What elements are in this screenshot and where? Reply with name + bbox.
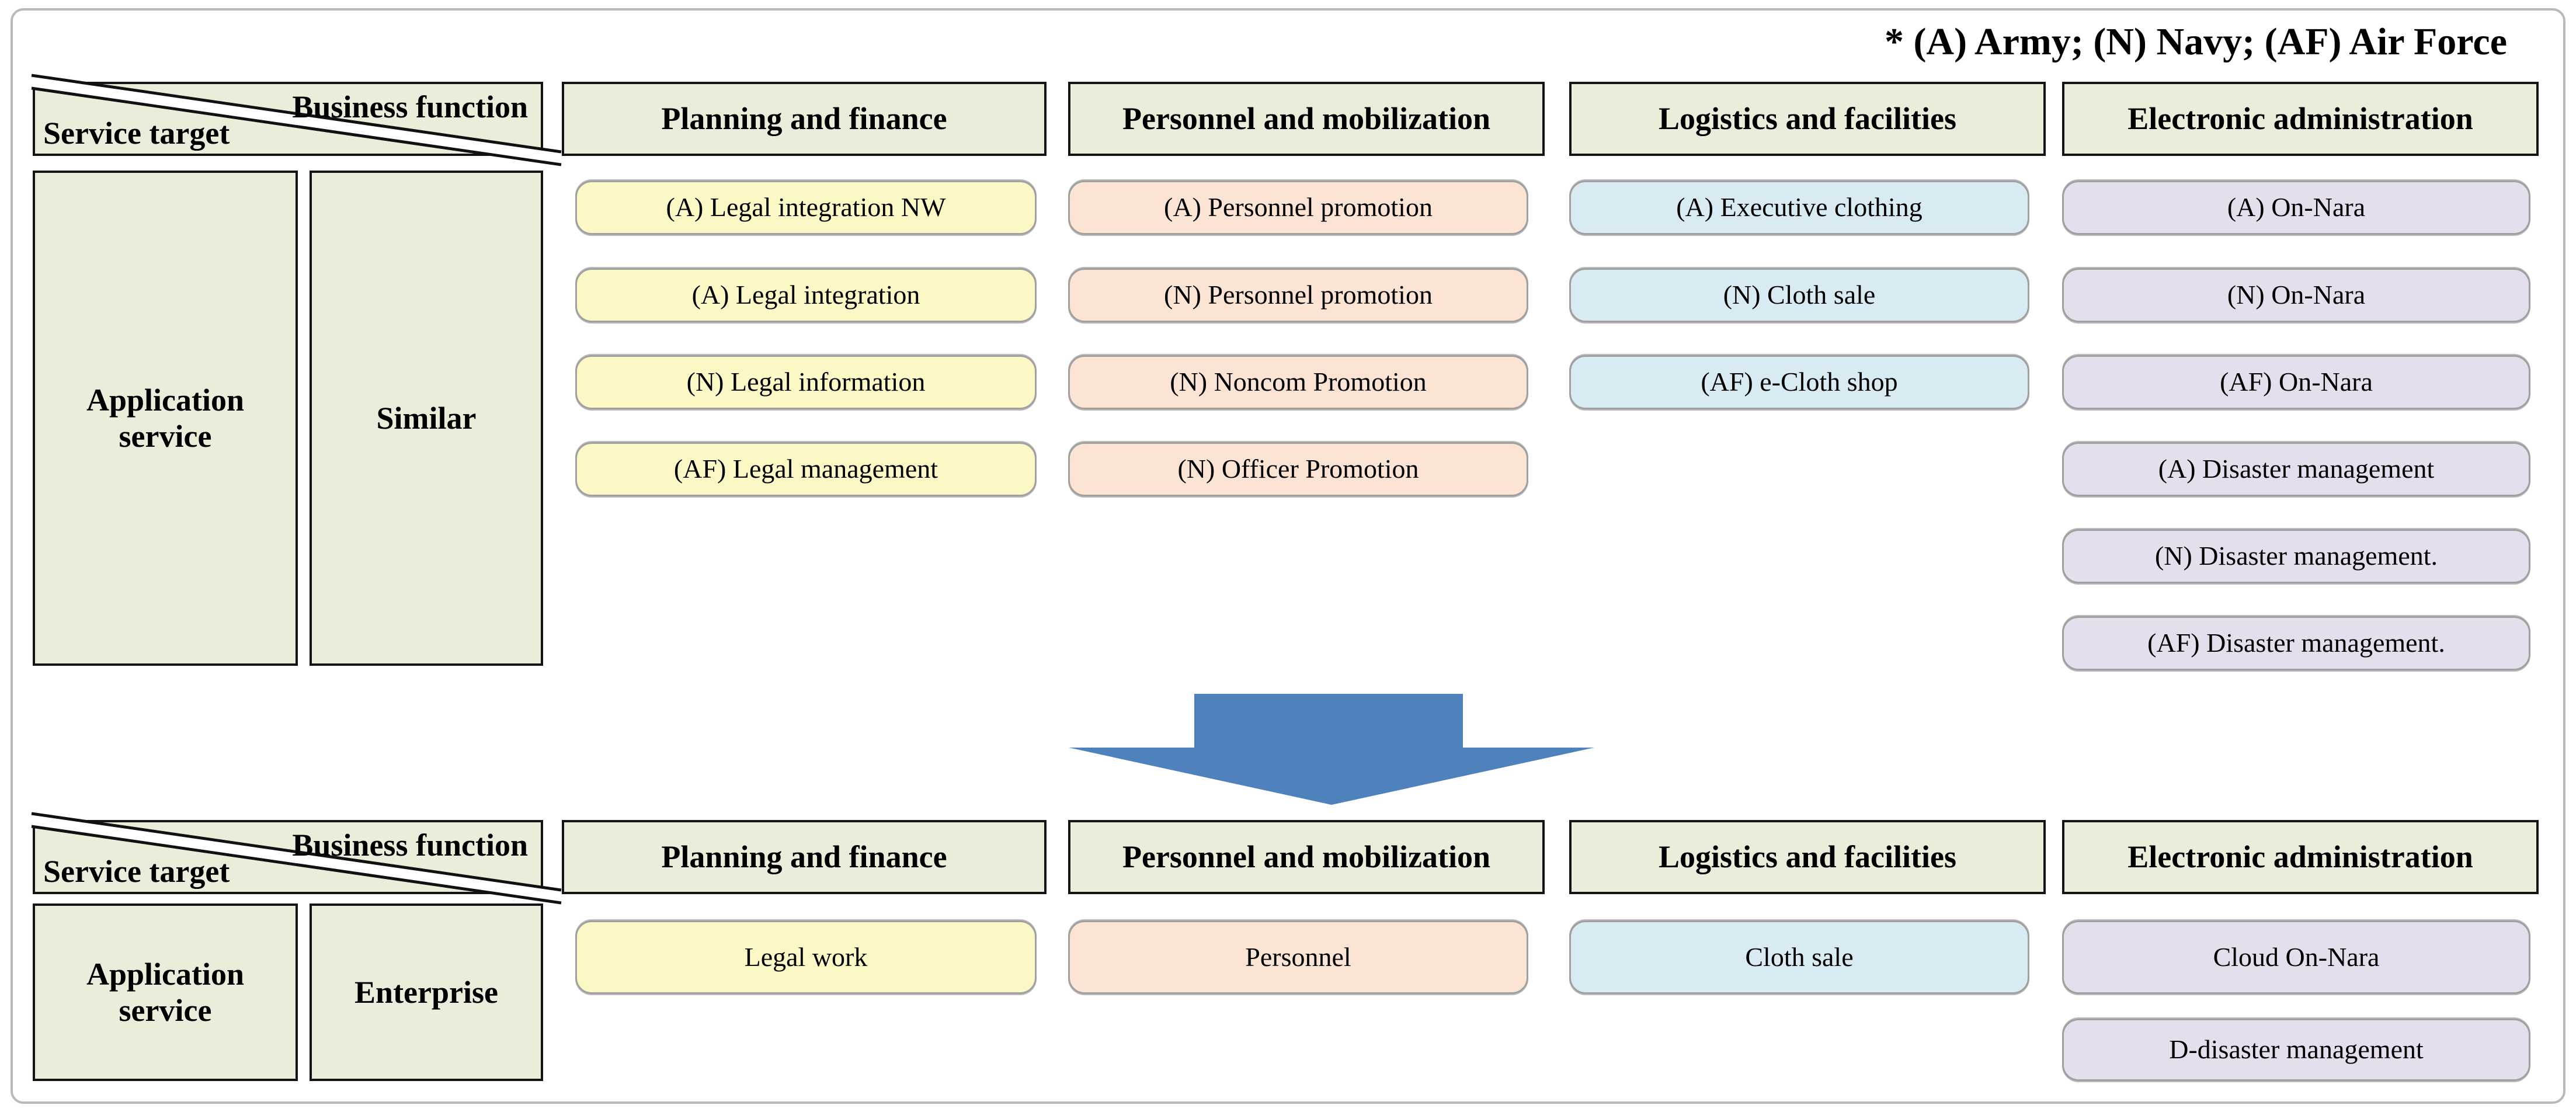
service-box: (A) Personnel promotion: [1068, 180, 1528, 235]
service-box: (N) Personnel promotion: [1068, 268, 1528, 322]
top-column-header-personnel: Personnel and mobilization: [1068, 82, 1545, 156]
service-box: (AF) On-Nara: [2062, 355, 2530, 409]
service-box: Legal work: [575, 920, 1037, 994]
service-box: (A) Executive clothing: [1569, 180, 2029, 235]
service-target-label: Service target: [43, 116, 230, 151]
bottom-corner-cell: Business function Service target: [30, 812, 562, 905]
service-box: (AF) Disaster management.: [2062, 616, 2530, 670]
bottom-column-header-personnel: Personnel and mobilization: [1068, 820, 1545, 894]
diagonal-divider: [30, 74, 562, 166]
service-box: (N) On-Nara: [2062, 268, 2530, 322]
top-column-header-planning: Planning and finance: [562, 82, 1047, 156]
service-box: (N) Disaster management.: [2062, 529, 2530, 583]
service-box: D-disaster management: [2062, 1019, 2530, 1081]
bottom-column-header-electronic: Electronic administration: [2062, 820, 2539, 894]
service-box: (A) On-Nara: [2062, 180, 2530, 235]
business-function-label: Business function: [292, 89, 528, 124]
top-corner-cell: Business function Service target: [30, 74, 562, 166]
service-box: Cloth sale: [1569, 920, 2029, 994]
service-box: (N) Cloth sale: [1569, 268, 2029, 322]
top-column-header-electronic: Electronic administration: [2062, 82, 2539, 156]
business-function-label: Business function: [292, 828, 528, 863]
bottom-enterprise-cell: Enterprise: [310, 904, 543, 1081]
service-box: Cloud On-Nara: [2062, 920, 2530, 994]
top-application-service-cell: Application service: [33, 171, 298, 666]
service-box: (N) Officer Promotion: [1068, 442, 1528, 496]
service-box: (A) Legal integration: [575, 268, 1037, 322]
service-box: (A) Legal integration NW: [575, 180, 1037, 235]
service-target-label: Service target: [43, 854, 230, 889]
service-box: (A) Disaster management: [2062, 442, 2530, 496]
diagonal-divider: [30, 812, 562, 905]
bottom-column-header-planning: Planning and finance: [562, 820, 1047, 894]
top-column-header-logistics: Logistics and facilities: [1569, 82, 2046, 156]
bottom-column-header-logistics: Logistics and facilities: [1569, 820, 2046, 894]
abbreviation-legend: * (A) Army; (N) Navy; (AF) Air Force: [1884, 20, 2507, 63]
service-box: (AF) Legal management: [575, 442, 1037, 496]
service-box: (N) Legal information: [575, 355, 1037, 409]
service-box: (AF) e-Cloth shop: [1569, 355, 2029, 409]
service-box: (N) Noncom Promotion: [1068, 355, 1528, 409]
top-similar-cell: Similar: [310, 171, 543, 666]
bottom-application-service-cell: Application service: [33, 904, 298, 1081]
service-box: Personnel: [1068, 920, 1528, 994]
